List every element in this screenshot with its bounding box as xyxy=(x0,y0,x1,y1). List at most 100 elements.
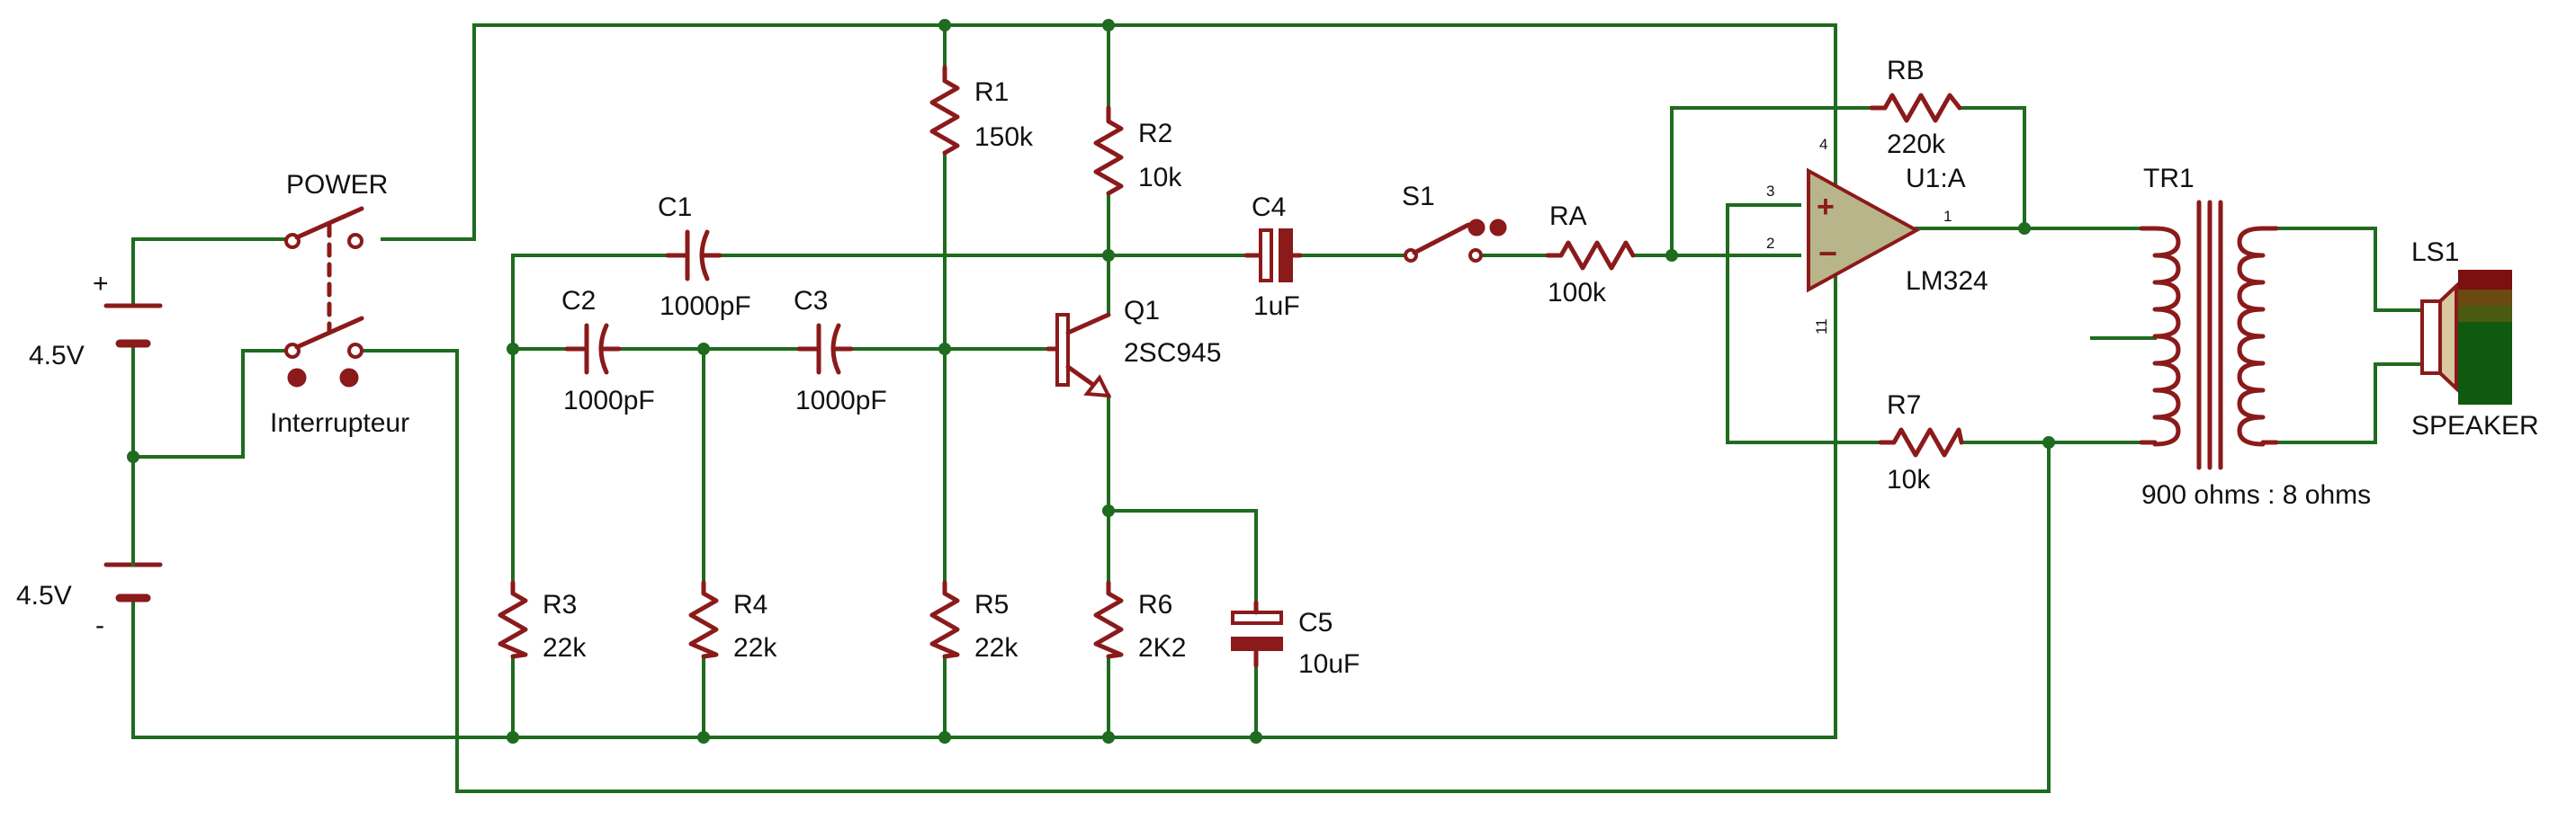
junction xyxy=(938,19,951,31)
pin-2-label: 2 xyxy=(1766,235,1774,252)
speaker-level-segment xyxy=(2458,290,2512,306)
power-switch-label: Interrupteur xyxy=(270,408,409,438)
resistor-zigzag xyxy=(1093,105,1124,196)
resistor-rb: RB 220k xyxy=(1869,56,1962,159)
junction xyxy=(938,343,951,355)
switch-s1: S1 xyxy=(1402,182,1507,263)
base-bar xyxy=(1055,313,1070,387)
junction xyxy=(1665,249,1678,262)
c2-value: 1000pF xyxy=(563,386,655,415)
pin-1-label: 1 xyxy=(1943,208,1952,225)
c1-value: 1000pF xyxy=(660,291,751,321)
r6-name: R6 xyxy=(1138,590,1172,620)
c1-name: C1 xyxy=(658,192,692,222)
resistor-zigzag xyxy=(688,580,719,659)
resistor-zigzag xyxy=(498,580,528,659)
battery-minus-sign: - xyxy=(95,611,104,640)
r5-name: R5 xyxy=(974,590,1009,620)
resistor-r7: R7 10k xyxy=(1878,390,1964,495)
wire-sec-bottom xyxy=(2275,362,2424,444)
wire-emitter-c5 xyxy=(1107,509,1258,604)
speaker-level-segment xyxy=(2458,270,2512,290)
pin-11-label: 11 xyxy=(1813,318,1830,335)
r1-name: R1 xyxy=(974,77,1009,107)
s1-name: S1 xyxy=(1402,182,1435,211)
c3-name: C3 xyxy=(794,286,828,316)
emitter-arrow xyxy=(1083,374,1112,398)
resistor-zigzag xyxy=(1545,240,1636,271)
u1-name: U1:A xyxy=(1906,164,1966,193)
secondary-coil xyxy=(2237,226,2266,447)
capacitor-c5: C5 10uF xyxy=(1231,600,1360,679)
speaker-ls1: LS1 SPEAKER xyxy=(2411,237,2539,441)
junction xyxy=(2018,222,2031,235)
switch-contact xyxy=(347,343,364,359)
junction xyxy=(1102,731,1115,744)
junction xyxy=(1250,731,1262,744)
wire-ground-rail xyxy=(131,596,1837,739)
switch-contact xyxy=(1468,248,1483,263)
resistor-ra: RA 100k xyxy=(1545,201,1636,308)
ra-value: 100k xyxy=(1548,278,1607,308)
resistor-r1: R1 150k xyxy=(929,65,1034,156)
resistor-zigzag xyxy=(929,580,960,659)
c3-value: 1000pF xyxy=(795,386,887,415)
collector-lead xyxy=(1065,312,1111,335)
junctions xyxy=(127,19,2055,744)
resistor-zigzag xyxy=(1869,93,1962,123)
opamp-minus-sign: − xyxy=(1818,235,1837,272)
resistor-zigzag xyxy=(1093,580,1124,659)
pin-4-label: 4 xyxy=(1819,136,1827,153)
tr1-name: TR1 xyxy=(2143,164,2195,193)
switch-terminal xyxy=(339,368,359,388)
junction xyxy=(507,343,519,355)
junction xyxy=(2042,436,2055,449)
resistor-r2: R2 10k xyxy=(1093,105,1182,196)
speaker-cone xyxy=(2438,281,2458,393)
transistor-q1: Q1 2SC945 xyxy=(1046,296,1221,398)
opamp-triangle xyxy=(1807,167,1921,293)
c5-value: 10uF xyxy=(1298,649,1360,679)
primary-coil xyxy=(2152,226,2181,447)
r1-value: 150k xyxy=(974,122,1034,152)
battery-bottom: - 4.5V xyxy=(16,529,163,640)
junction xyxy=(1102,249,1115,262)
rb-name: RB xyxy=(1887,56,1925,85)
r4-name: R4 xyxy=(733,590,767,620)
wire-top-rail xyxy=(472,23,1837,739)
wire-batt-switch-mid xyxy=(131,349,288,459)
switch-terminal xyxy=(1468,219,1485,236)
battery-top: + 4.5V xyxy=(29,269,163,370)
tr1-ratio: 900 ohms : 8 ohms xyxy=(2141,480,2371,510)
u1-value: LM324 xyxy=(1906,266,1988,296)
cap-plate-positive xyxy=(1259,228,1273,282)
power-switch: POWER Interrupteur xyxy=(270,170,409,438)
pin-3-label: 3 xyxy=(1766,183,1774,200)
opamp-plus-sign: + xyxy=(1817,190,1835,224)
c5-name: C5 xyxy=(1298,608,1333,638)
resistor-r5: R5 22k xyxy=(929,580,1019,663)
resistor-zigzag xyxy=(929,65,960,156)
junction xyxy=(1102,19,1115,31)
r5-value: 22k xyxy=(974,633,1019,663)
capacitor-c4: C4 1uF xyxy=(1243,192,1303,321)
junction xyxy=(1102,504,1115,517)
battery-plus-sign: + xyxy=(93,269,109,299)
q1-value: 2SC945 xyxy=(1124,338,1221,368)
wire-rb-left xyxy=(1670,106,1873,257)
ls1-name: LS1 xyxy=(2411,237,2459,267)
switch-terminal xyxy=(287,368,307,388)
wires xyxy=(131,23,2424,793)
resistor-r3: R3 22k xyxy=(498,580,587,663)
r7-name: R7 xyxy=(1887,390,1921,420)
ls1-label: SPEAKER xyxy=(2411,411,2539,441)
resistor-zigzag xyxy=(1878,427,1964,458)
wire-plus-input xyxy=(1726,203,1882,444)
battery-bottom-voltage: 4.5V xyxy=(16,581,72,611)
rb-value: 220k xyxy=(1887,129,1946,159)
junction xyxy=(507,731,519,744)
battery-top-voltage: 4.5V xyxy=(29,341,85,370)
c4-name: C4 xyxy=(1252,192,1286,222)
junction xyxy=(127,451,139,463)
